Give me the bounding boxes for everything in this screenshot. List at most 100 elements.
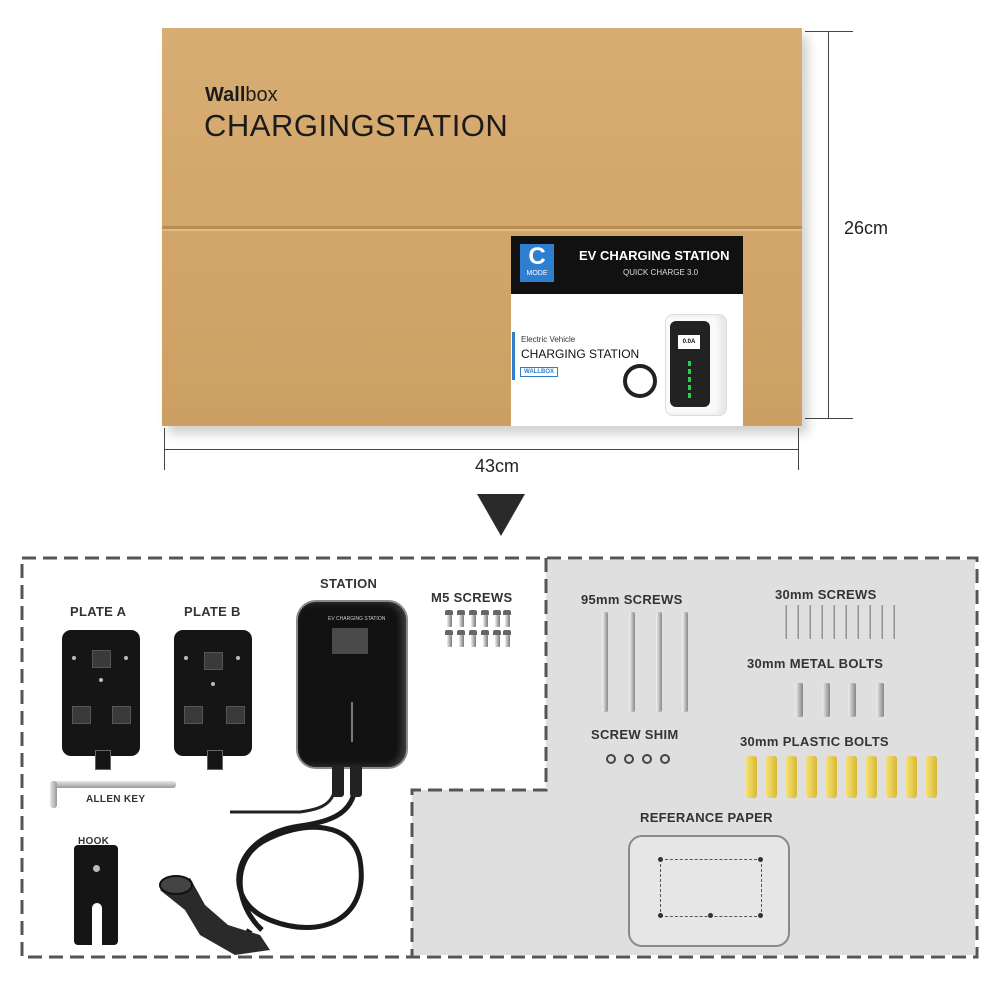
shim-icon xyxy=(642,754,652,764)
screw-icon xyxy=(481,610,489,615)
screw-icon xyxy=(481,630,489,635)
cable-gland-left xyxy=(332,765,344,797)
led-icon xyxy=(688,377,691,382)
down-arrow-icon xyxy=(477,494,525,536)
led-icon xyxy=(688,369,691,374)
station-mini-label: EV CHARGING STATION xyxy=(328,616,386,622)
thin-screw-icon xyxy=(832,605,835,639)
reference-template-outline xyxy=(660,859,762,917)
plastic-bolt-icon xyxy=(746,756,757,798)
label-header-title: EV CHARGING STATION xyxy=(579,248,730,263)
plate-b xyxy=(174,630,252,770)
thin-screw-icon xyxy=(868,605,871,639)
led-icon xyxy=(688,361,691,366)
plastic-bolt-icon xyxy=(786,756,797,798)
label-subtitle: Electric Vehicle xyxy=(521,335,576,344)
label-charger-screen: 0.0A xyxy=(678,335,700,349)
box-fold-line xyxy=(162,226,802,229)
height-dimension: 26cm xyxy=(844,218,889,238)
screw-icon xyxy=(503,610,511,615)
reference-paper xyxy=(628,835,790,947)
long-screw-icon xyxy=(656,612,662,712)
charging-station-unit: EV CHARGING STATION xyxy=(296,600,408,769)
mounting-hole-icon xyxy=(708,913,713,918)
height-dim-top-tick xyxy=(805,31,853,32)
screw-icon xyxy=(459,615,464,627)
allen-key-label: ALLEN KEY xyxy=(86,794,146,805)
plate-a-label: PLATE A xyxy=(70,604,127,619)
height-dim-bottom-tick xyxy=(805,418,853,419)
30mm-plastic-bolts-label: 30mm PLASTIC BOLTS xyxy=(740,734,889,749)
screw-icon xyxy=(469,630,477,635)
led-icon xyxy=(688,393,691,398)
plate-a xyxy=(62,630,140,770)
m5-screws-label: M5 SCREWS xyxy=(431,590,513,605)
station-led-strip xyxy=(351,702,353,742)
shim-icon xyxy=(606,754,616,764)
label-charger-image: 0.0A xyxy=(665,314,727,416)
shim-icon xyxy=(624,754,634,764)
screw-icon xyxy=(445,610,453,615)
box-brand: Wallbox xyxy=(205,84,278,106)
30mm-screws-label: 30mm SCREWS xyxy=(775,587,877,602)
plastic-bolt-icon xyxy=(766,756,777,798)
station-screen xyxy=(332,628,368,654)
95mm-screws-label: 95mm SCREWS xyxy=(581,592,683,607)
mode-c-badge: C MODE xyxy=(520,244,554,282)
screw-icon xyxy=(505,635,510,647)
metal-bolt-icon xyxy=(822,683,830,717)
plastic-bolt-icon xyxy=(886,756,897,798)
plastic-bolt-icon xyxy=(826,756,837,798)
allen-key-bend xyxy=(50,781,57,808)
screw-icon xyxy=(471,635,476,647)
screw-icon xyxy=(469,610,477,615)
metal-bolt-icon xyxy=(848,683,856,717)
plastic-bolt-icon xyxy=(846,756,857,798)
white-parts-area xyxy=(412,560,546,790)
reference-paper-label: REFERANCE PAPER xyxy=(640,810,773,825)
label-charger-face: 0.0A xyxy=(670,321,710,407)
thin-screw-icon xyxy=(844,605,847,639)
hook-slot xyxy=(92,903,102,945)
box-title: CHARGINGSTATION xyxy=(204,108,509,143)
cable-gland-right xyxy=(350,765,362,797)
mounting-hole-icon xyxy=(658,913,663,918)
screw-icon xyxy=(459,635,464,647)
screw-icon xyxy=(495,615,500,627)
long-screw-icon xyxy=(629,612,635,712)
long-screw-icon xyxy=(682,612,688,712)
metal-bolt-icon xyxy=(795,683,803,717)
mounting-hole-icon xyxy=(658,857,663,862)
screw-icon xyxy=(483,615,488,627)
screw-icon xyxy=(457,630,465,635)
screw-icon xyxy=(471,615,476,627)
plastic-bolt-icon xyxy=(866,756,877,798)
screw-icon xyxy=(445,630,453,635)
long-screw-icon xyxy=(602,612,608,712)
thin-screw-icon xyxy=(808,605,811,639)
screw-icon xyxy=(447,635,452,647)
mounting-hole-icon xyxy=(758,913,763,918)
plastic-bolt-icon xyxy=(926,756,937,798)
plastic-bolt-icon xyxy=(806,756,817,798)
width-dimension: 43cm xyxy=(475,456,520,476)
m5-screws-group xyxy=(445,610,515,650)
allen-key-icon xyxy=(50,781,176,788)
width-dim-line xyxy=(164,449,798,450)
screw-shim-label: SCREW SHIM xyxy=(591,727,679,742)
thin-screw-icon xyxy=(820,605,823,639)
thin-screw-icon xyxy=(796,605,799,639)
box-product-label: C MODE EV CHARGING STATION QUICK CHARGE … xyxy=(511,236,743,426)
label-header-subtitle: QUICK CHARGE 3.0 xyxy=(623,268,699,277)
screw-icon xyxy=(495,635,500,647)
screw-icon xyxy=(457,610,465,615)
metal-bolt-icon xyxy=(876,683,884,717)
thin-screw-icon xyxy=(784,605,787,639)
station-label: STATION xyxy=(320,576,378,591)
box-fold-highlight xyxy=(162,229,802,231)
thin-screw-icon xyxy=(880,605,883,639)
plate-b-label: PLATE B xyxy=(184,604,241,619)
label-title: CHARGING STATION xyxy=(521,347,640,361)
hook-hole xyxy=(93,865,100,872)
height-dim-line xyxy=(828,31,829,419)
